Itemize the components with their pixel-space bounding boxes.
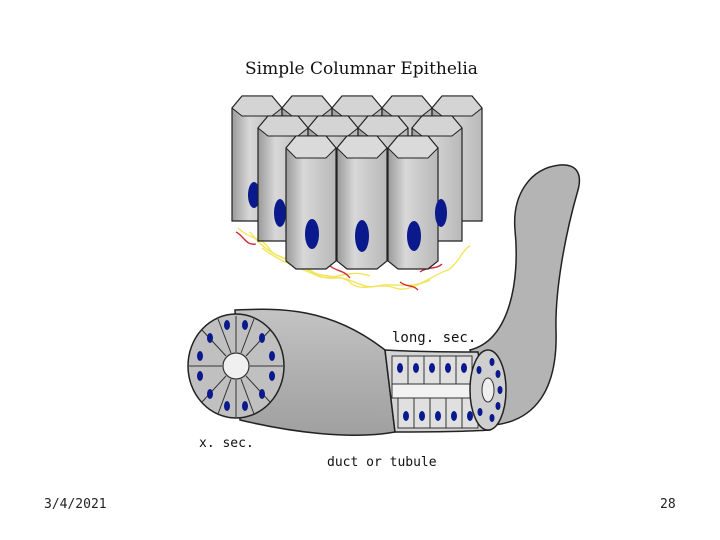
duct-label: duct or tubule <box>327 455 437 470</box>
connective-tissue-fibers <box>235 227 471 291</box>
front-row-cells <box>285 135 447 270</box>
cross-section-label: x. sec. <box>199 436 254 451</box>
long-section-label: long. sec. <box>392 330 477 346</box>
footer-date: 3/4/2021 <box>44 497 107 512</box>
page-number: 28 <box>660 497 676 512</box>
long-section-nuclei <box>397 363 473 421</box>
right-cross-section <box>469 349 507 431</box>
x-section <box>187 313 285 419</box>
diagram-title: Simple Columnar Epithelia <box>245 59 478 79</box>
